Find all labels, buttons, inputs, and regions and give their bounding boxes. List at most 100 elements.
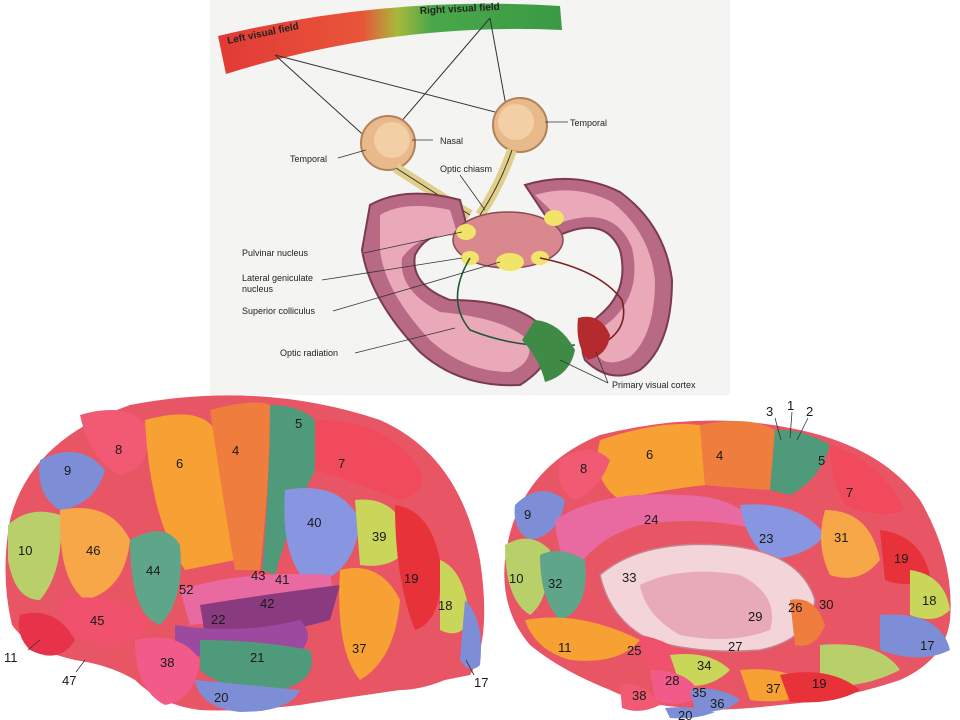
region-46 (59, 508, 130, 600)
visual-field-arc (218, 3, 562, 74)
region-6 (145, 414, 235, 570)
medial-area-30: 30 (819, 597, 833, 612)
medial-region-19-upper (880, 530, 930, 584)
medial-area-24: 24 (644, 512, 658, 527)
area-9: 9 (64, 463, 71, 478)
area-39: 39 (372, 529, 386, 544)
right-white-matter (535, 190, 655, 363)
area-4: 4 (232, 443, 239, 458)
lateral-brain-map: 8 9 6 4 5 7 40 39 10 46 44 52 43 41 42 2… (4, 395, 488, 712)
medial-region-23 (740, 504, 825, 560)
medial-region-36 (690, 688, 740, 712)
right-visual-field-label: Right visual field (420, 2, 500, 17)
area-21: 21 (250, 650, 264, 665)
medial-region-7 (830, 445, 905, 514)
region-17 (460, 600, 481, 669)
area-37: 37 (352, 641, 366, 656)
area-8: 8 (115, 442, 122, 457)
region-45 (60, 597, 150, 646)
lgn-label-line1: Lateral geniculate (242, 273, 313, 283)
medial-area-28: 28 (665, 673, 679, 688)
optic-radiation-label: Optic radiation (280, 348, 338, 358)
medial-region-5 (770, 429, 830, 495)
medial-area-7: 7 (846, 485, 853, 500)
medial-region-10 (505, 538, 550, 615)
medial-area-27: 27 (728, 639, 742, 654)
visual-pathway-diagram: Left visual field Right visual field (210, 0, 730, 395)
area-19: 19 (404, 571, 418, 586)
left-white-matter (380, 206, 530, 372)
medial-area-2: 2 (806, 404, 813, 419)
leader-lines (321, 121, 609, 384)
primary-visual-cortex-label: Primary visual cortex (612, 380, 696, 390)
region-10 (8, 511, 61, 600)
region-11 (18, 612, 75, 656)
region-8 (80, 410, 150, 475)
area-20: 20 (214, 690, 228, 705)
region-40 (284, 488, 360, 585)
medial-region-18-upper (910, 570, 950, 619)
region-9 (39, 452, 105, 510)
area-43: 43 (251, 568, 265, 583)
medial-area-26: 26 (788, 600, 802, 615)
medial-area-34: 34 (697, 658, 711, 673)
medial-region-31 (821, 510, 880, 578)
area-45: 45 (90, 613, 104, 628)
medial-brain-map: 3 1 2 6 4 5 8 7 9 24 23 31 19 10 32 33 1… (504, 398, 951, 720)
medial-area-36: 36 (710, 696, 724, 711)
medial-region-30 (790, 599, 825, 646)
medial-area-10: 10 (509, 571, 523, 586)
area-42: 42 (260, 596, 274, 611)
area-18: 18 (438, 598, 452, 613)
medial-area-9: 9 (524, 507, 531, 522)
medial-region-11 (525, 617, 640, 661)
region-20 (195, 680, 300, 712)
right-optic-radiation (539, 257, 625, 346)
medial-region-17 (880, 614, 950, 658)
nasal-label: Nasal (440, 136, 463, 146)
area-10: 10 (18, 543, 32, 558)
medial-region-19-lower (780, 672, 860, 703)
medial-region-6 (597, 424, 705, 500)
pulvinar-nucleus-label: Pulvinar nucleus (242, 248, 309, 258)
region-19 (395, 505, 441, 630)
region-7 (315, 420, 423, 500)
region-42 (200, 585, 340, 636)
area-47: 47 (62, 673, 76, 688)
region-44 (130, 531, 181, 625)
temporal-left-label: Temporal (290, 154, 327, 164)
medial-area-6: 6 (646, 447, 653, 462)
medial-area-17: 17 (920, 638, 934, 653)
medial-area-31: 31 (834, 530, 848, 545)
area-46: 46 (86, 543, 100, 558)
temporal-right-label: Temporal (570, 118, 607, 128)
left-primary-visual-cortex (522, 320, 575, 382)
medial-region-4 (700, 421, 775, 490)
left-eye (360, 115, 416, 171)
medial-region-24 (555, 494, 760, 575)
medial-region-8 (559, 450, 610, 500)
pulvinar-nucleus (456, 224, 476, 240)
medial-region-38 (620, 684, 660, 711)
region-18 (440, 560, 470, 634)
medial-area-25: 25 (627, 643, 641, 658)
area-6: 6 (176, 456, 183, 471)
medial-area-37: 37 (766, 681, 780, 696)
medial-area-29: 29 (748, 609, 762, 624)
medial-area-19-lower: 19 (812, 676, 826, 691)
medial-area-3: 3 (766, 404, 773, 419)
area-38: 38 (160, 655, 174, 670)
medial-region-18-lower (820, 644, 900, 686)
lgn-label-line2: nucleus (242, 284, 274, 294)
optic-chiasm-label: Optic chiasm (440, 164, 492, 174)
area-11: 11 (4, 650, 18, 665)
region-4 (210, 402, 270, 570)
medial-area-8: 8 (580, 461, 587, 476)
region-21 (200, 640, 312, 690)
region-37 (339, 568, 400, 680)
medial-area-20: 20 (678, 708, 692, 720)
pulvinar-nucleus-right (544, 210, 564, 226)
area-5: 5 (295, 416, 302, 431)
area-7: 7 (338, 456, 345, 471)
